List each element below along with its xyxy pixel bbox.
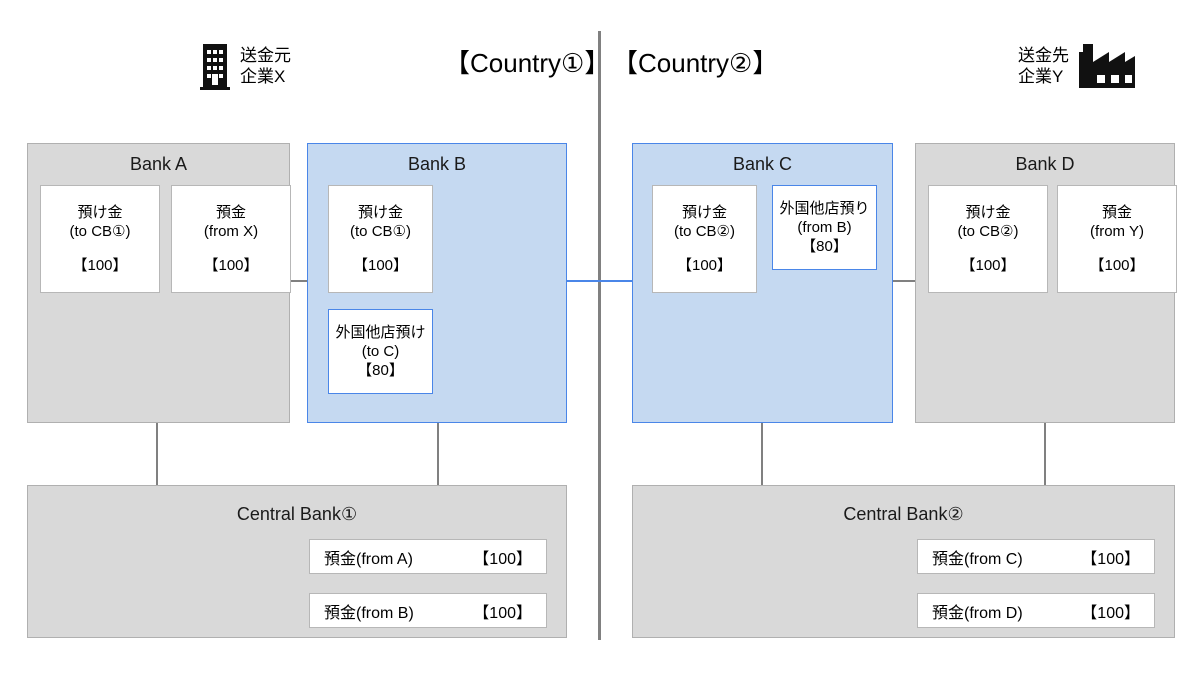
bank-d-box[interactable]: Bank D 預け金 (to CB②) 【100】 預金 (from Y) 【1… — [915, 143, 1177, 423]
bank-c-account-vostro-from-b[interactable]: 外国他店預り (from B) 【80】 — [772, 185, 877, 270]
bank-d-title: Bank D — [1015, 154, 1075, 174]
cb-row-amount: 【100】 — [1081, 604, 1140, 622]
account-amount: 【100】 — [1089, 256, 1145, 274]
central-bank-1-row-from-b[interactable]: 預金(from B) 【100】 — [309, 593, 547, 628]
account-line1: 外国他店預り — [779, 199, 870, 217]
central-bank-2-row-from-c[interactable]: 預金(from C) 【100】 — [917, 539, 1155, 574]
account-line2: (to CB②) — [957, 223, 1019, 241]
central-bank-2-title: Central Bank② — [843, 504, 964, 524]
account-amount: 【100】 — [352, 256, 409, 274]
account-line2: (to CB①) — [69, 223, 131, 241]
central-bank-1-row-from-a[interactable]: 預金(from A) 【100】 — [309, 539, 547, 574]
account-line2: (from X) — [203, 223, 259, 241]
bank-c-account-due-from-cb2[interactable]: 預け金 (to CB②) 【100】 — [652, 185, 757, 293]
connector-bank-a-to-cb1 — [156, 421, 158, 485]
account-line1: 預金 — [1101, 204, 1132, 222]
connector-bank-a-to-bank-b — [286, 280, 310, 282]
connector-bank-c-to-cb2 — [761, 421, 763, 485]
bank-a-account-deposit-from-x[interactable]: 預金 (from X) 【100】 — [171, 185, 291, 293]
account-line1: 預金 — [215, 204, 246, 222]
cb-row-amount: 【100】 — [473, 604, 532, 622]
bank-a-box[interactable]: Bank A 預け金 (to CB①) 【100】 預金 (from X) 【1… — [27, 143, 291, 423]
country-2-title: 【Country②】 — [612, 48, 779, 78]
account-amount: 【80】 — [357, 362, 404, 380]
bank-a-account-due-from-cb1[interactable]: 預け金 (to CB①) 【100】 — [40, 185, 160, 293]
sender-label: 送金元企業X — [240, 45, 291, 88]
account-amount: 【100】 — [676, 256, 733, 274]
connector-bank-c-to-bank-d — [890, 280, 918, 282]
account-line2: (to CB①) — [350, 223, 411, 241]
account-amount: 【80】 — [801, 238, 848, 256]
cb-row-label: 預金(from B) — [324, 604, 414, 622]
account-line2: (to C) — [361, 342, 400, 360]
receiver-entity: 送金先企業Y — [1018, 44, 1135, 88]
bank-d-account-deposit-from-y[interactable]: 預金 (from Y) 【100】 — [1057, 185, 1177, 293]
account-amount: 【100】 — [72, 256, 128, 274]
country-1-title: 【Country①】 — [444, 48, 611, 78]
sender-label-line1: 送金元 — [240, 45, 291, 65]
account-amount: 【100】 — [960, 256, 1016, 274]
account-amount: 【100】 — [203, 256, 259, 274]
bank-a-title: Bank A — [129, 154, 188, 174]
account-line1: 預け金 — [965, 204, 1011, 222]
country-divider — [598, 31, 601, 640]
account-line1: 外国他店預け — [335, 323, 426, 341]
receiver-label-line1: 送金先 — [1018, 45, 1069, 65]
cb-row-amount: 【100】 — [1081, 550, 1140, 568]
cb-row-amount: 【100】 — [473, 550, 532, 568]
cb-row-label: 預金(from C) — [932, 550, 1023, 568]
bank-c-box[interactable]: Bank C 預け金 (to CB②) 【100】 外国他店預り (from B… — [632, 143, 893, 423]
cb-row-label: 預金(from D) — [932, 604, 1023, 622]
central-bank-1-box[interactable]: Central Bank① 預金(from A) 【100】 預金(from B… — [27, 485, 567, 638]
account-line2: (to CB②) — [674, 223, 735, 241]
central-bank-2-box[interactable]: Central Bank② 預金(from C) 【100】 預金(from D… — [632, 485, 1175, 638]
connector-bank-d-to-cb2 — [1044, 421, 1046, 485]
bank-b-box[interactable]: Bank B 預け金 (to CB①) 【100】 外国他店預け (to C) … — [307, 143, 567, 423]
bank-c-title: Bank C — [732, 154, 793, 174]
central-bank-2-row-from-d[interactable]: 預金(from D) 【100】 — [917, 593, 1155, 628]
connector-bank-b-to-bank-c — [566, 280, 636, 282]
receiver-label: 送金先企業Y — [1018, 45, 1069, 88]
account-line2: (from B) — [797, 218, 852, 236]
account-line2: (from Y) — [1090, 223, 1144, 241]
factory-icon — [1079, 44, 1135, 88]
account-line1: 預け金 — [681, 204, 727, 222]
bank-b-account-nostro-to-c[interactable]: 外国他店預け (to C) 【80】 — [328, 309, 433, 394]
sender-entity: 送金元企業X — [200, 42, 291, 90]
central-bank-1-title: Central Bank① — [236, 504, 358, 524]
account-line1: 預け金 — [77, 204, 123, 222]
receiver-label-line2: 企業Y — [1018, 67, 1064, 86]
office-building-icon — [200, 42, 230, 90]
sender-label-line2: 企業X — [240, 67, 286, 86]
bank-b-title: Bank B — [407, 154, 467, 174]
bank-d-account-due-from-cb2[interactable]: 預け金 (to CB②) 【100】 — [928, 185, 1048, 293]
cb-row-label: 預金(from A) — [324, 550, 413, 568]
connector-bank-b-to-cb1 — [437, 421, 439, 485]
bank-b-account-due-from-cb1[interactable]: 預け金 (to CB①) 【100】 — [328, 185, 433, 293]
account-line1: 預け金 — [357, 204, 403, 222]
